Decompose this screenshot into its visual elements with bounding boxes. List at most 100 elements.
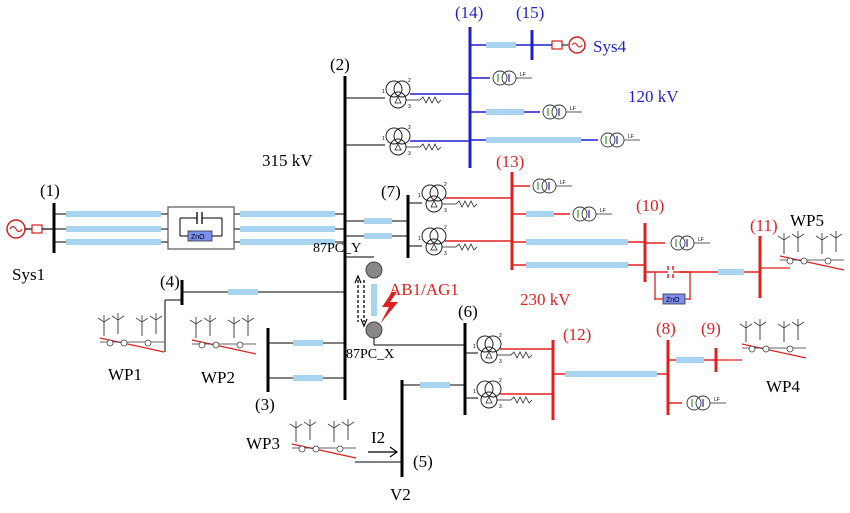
relay-87pc-y-label: 87PC_Y bbox=[313, 241, 361, 256]
voltage-v2-label: V2 bbox=[390, 485, 411, 504]
sys1-label: Sys1 bbox=[12, 265, 45, 284]
wind-plant-group bbox=[97, 231, 845, 459]
fault-label: AB1/AG1 bbox=[389, 280, 459, 299]
load-13-a: LF bbox=[532, 178, 572, 194]
bus-4-label: (4) bbox=[160, 272, 180, 291]
line-5-6 bbox=[402, 382, 465, 388]
line-2-4 bbox=[164, 289, 345, 352]
winding-label: 1 bbox=[382, 89, 385, 95]
red-branches-13 bbox=[512, 185, 645, 268]
transformer-2-14-a: 2 3 1 bbox=[382, 78, 442, 110]
load-label: LF bbox=[520, 72, 526, 78]
winding-label: 3 bbox=[499, 359, 502, 365]
lines-2-7 bbox=[345, 197, 512, 247]
transformer-7-13-a: 2 3 1 bbox=[418, 182, 478, 214]
wp5-label: WP5 bbox=[790, 211, 824, 230]
bus-5-label: (5) bbox=[413, 452, 433, 471]
load-14-c: LF bbox=[600, 132, 640, 148]
voltage-230kv-label: 230 kV bbox=[520, 290, 571, 309]
wp4-label: WP4 bbox=[766, 377, 801, 396]
load-group: LF LF LF LF LF LF LF bbox=[492, 70, 726, 411]
wp3-connection bbox=[355, 446, 402, 463]
bus-14-label: (14) bbox=[455, 3, 483, 22]
relay-87pc-x-label: 87PC_X bbox=[346, 347, 394, 362]
transformer-group: 2 3 1 2 3 1 2 3 1 2 3 1 2 3 1 2 3 1 bbox=[382, 78, 533, 410]
red-branches-8 bbox=[668, 357, 716, 404]
load-label: LF bbox=[600, 208, 606, 214]
voltage-315kv-label: 315 kV bbox=[262, 151, 313, 170]
load-13-b: LF bbox=[572, 206, 612, 222]
winding-label: 3 bbox=[444, 208, 447, 214]
wind-plant-wp4 bbox=[739, 319, 807, 359]
winding-label: 2 bbox=[408, 78, 411, 84]
wind-plant-wp2 bbox=[189, 315, 257, 355]
winding-label: 1 bbox=[473, 344, 476, 350]
sys1-source bbox=[6, 219, 54, 239]
sys4-label: Sys4 bbox=[593, 37, 627, 56]
bus-9-label: (9) bbox=[701, 319, 721, 338]
transformer-6-12-a: 2 3 1 bbox=[473, 333, 533, 365]
wind-plant-wp1 bbox=[97, 313, 165, 353]
transformers-2-14 bbox=[345, 93, 470, 146]
comm-arrows bbox=[354, 274, 368, 328]
winding-label: 2 bbox=[444, 225, 447, 231]
series-compensation-block bbox=[167, 206, 235, 250]
red-branches-10 bbox=[645, 242, 760, 305]
winding-label: 3 bbox=[408, 104, 411, 110]
wp3-label: WP3 bbox=[246, 434, 280, 453]
winding-label: 1 bbox=[418, 236, 421, 242]
lines-1-2 bbox=[54, 211, 345, 245]
bus-3-label: (3) bbox=[255, 395, 275, 414]
winding-label: 1 bbox=[382, 136, 385, 142]
winding-label: 1 bbox=[473, 389, 476, 395]
load-14-a: LF bbox=[492, 70, 532, 86]
bus-6-label: (6) bbox=[458, 302, 478, 321]
load-14-b: LF bbox=[542, 104, 582, 120]
winding-label: 3 bbox=[444, 251, 447, 257]
winding-label: 3 bbox=[499, 404, 502, 410]
winding-label: 1 bbox=[418, 193, 421, 199]
relay-87pc-y bbox=[345, 256, 383, 279]
fault-lightning-icon bbox=[380, 292, 398, 324]
blue-branches bbox=[470, 42, 598, 143]
protected-line bbox=[371, 284, 377, 316]
load-8: LF bbox=[686, 395, 726, 411]
current-i2-label: I2 bbox=[371, 428, 385, 447]
transformers-6-12 bbox=[465, 348, 553, 399]
sys4-source bbox=[551, 36, 586, 54]
transformer-2-14-b: 2 3 1 bbox=[382, 125, 442, 157]
load-label: LF bbox=[698, 237, 704, 243]
load-label: LF bbox=[628, 134, 634, 140]
transformer-7-13-b: 2 3 1 bbox=[418, 225, 478, 257]
transformer-6-12-b: 2 3 1 bbox=[473, 378, 533, 410]
wind-plant-wp5 bbox=[777, 231, 845, 271]
wp2-label: WP2 bbox=[201, 368, 235, 387]
wind-plant-wp3 bbox=[289, 419, 357, 459]
bus-2-label: (2) bbox=[330, 55, 350, 74]
load-10: LF bbox=[670, 235, 710, 251]
bus-15-label: (15) bbox=[516, 3, 544, 22]
bus-8-label: (8) bbox=[656, 319, 676, 338]
voltage-120kv-label: 120 kV bbox=[628, 87, 679, 106]
zno-label-2: ZnO bbox=[666, 297, 680, 304]
winding-label: 2 bbox=[499, 378, 502, 384]
winding-label: 2 bbox=[499, 333, 502, 339]
bus-13-label: (13) bbox=[496, 152, 524, 171]
zno-label-1: ZnO bbox=[191, 234, 205, 241]
wp1-label: WP1 bbox=[108, 365, 142, 384]
winding-label: 2 bbox=[444, 182, 447, 188]
relay-87pc-x bbox=[365, 321, 465, 346]
load-label: LF bbox=[570, 106, 576, 112]
load-label: LF bbox=[560, 180, 566, 186]
bus-7-label: (7) bbox=[381, 182, 401, 201]
bus-11-label: (11) bbox=[750, 216, 778, 235]
winding-label: 3 bbox=[408, 151, 411, 157]
bus-12-label: (12) bbox=[563, 325, 591, 344]
red-branches-12 bbox=[553, 371, 668, 377]
bus-1-label: (1) bbox=[40, 181, 60, 200]
winding-label: 2 bbox=[408, 125, 411, 131]
lines-2-3 bbox=[268, 340, 345, 381]
bus-10-label: (10) bbox=[636, 196, 664, 215]
